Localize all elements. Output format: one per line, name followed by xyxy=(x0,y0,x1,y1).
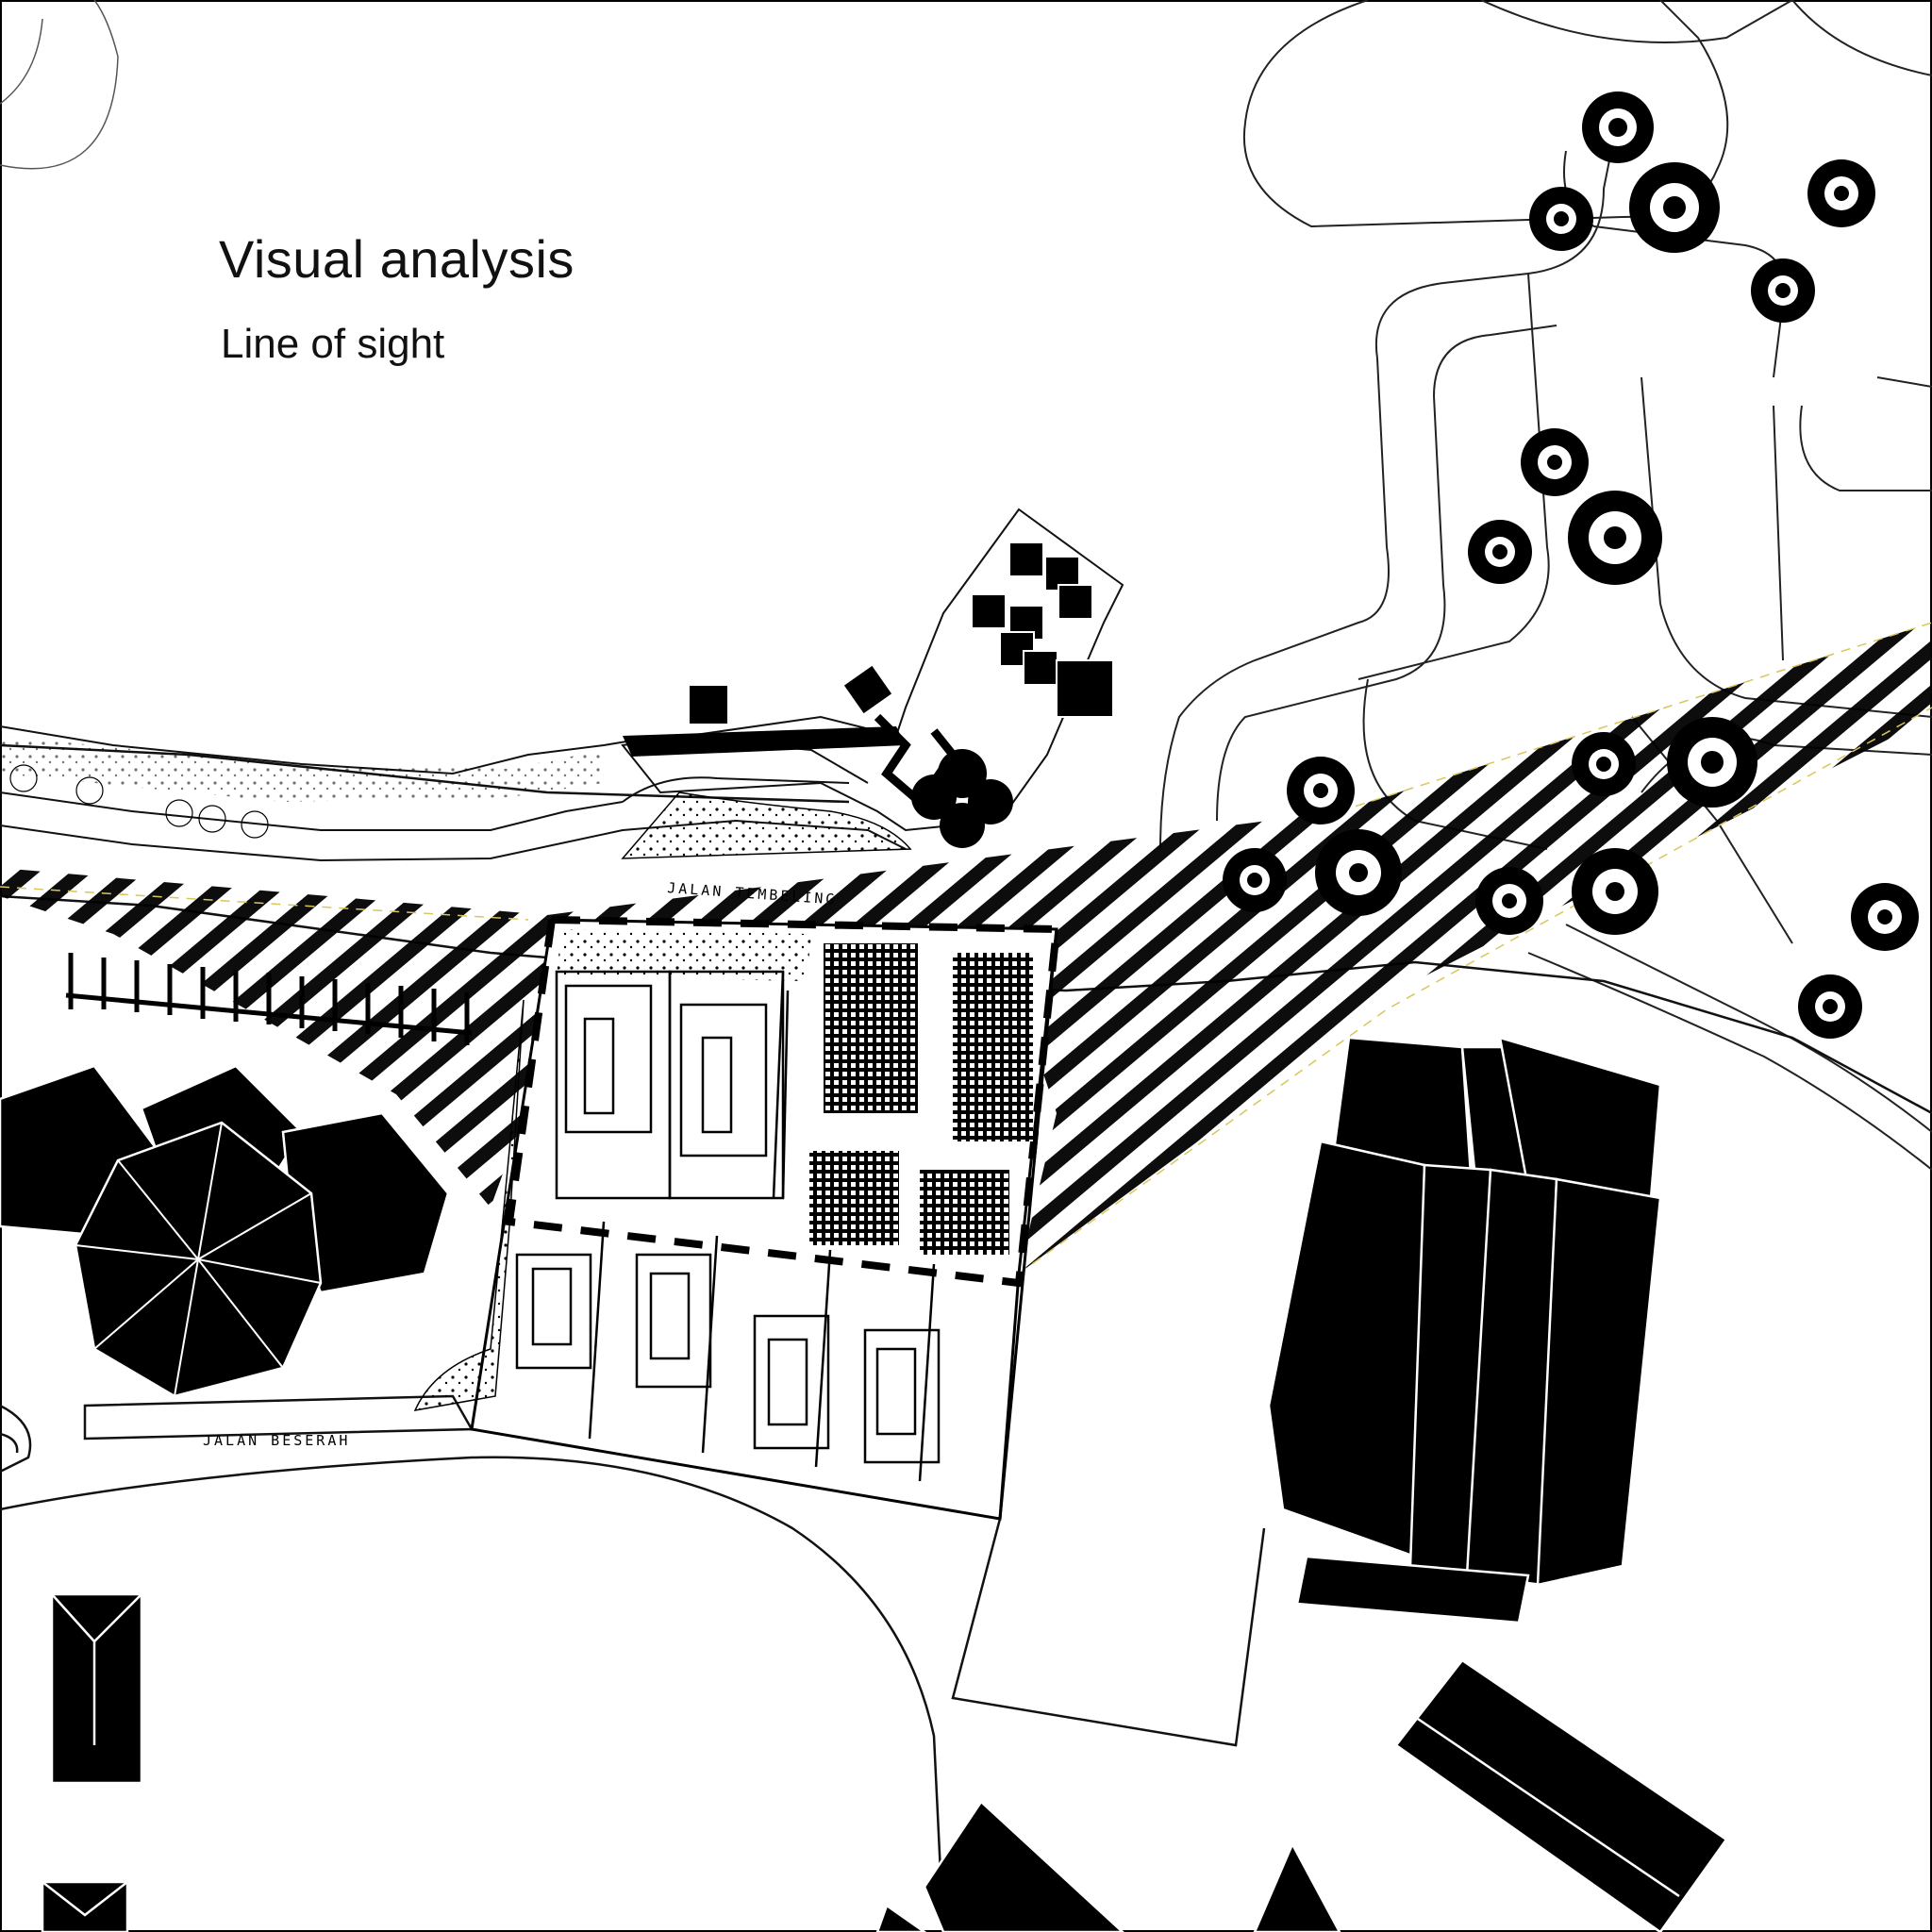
tree-symbol xyxy=(1667,717,1757,808)
tree-symbol xyxy=(1287,757,1355,824)
tree-symbol xyxy=(1572,732,1636,796)
tree-symbol xyxy=(1475,867,1543,935)
tree-symbol xyxy=(1851,883,1919,951)
court-row-top xyxy=(555,970,790,1200)
building-hall-east xyxy=(1267,1036,1662,1624)
open-field-south xyxy=(951,1518,1266,1747)
kiosk-roof xyxy=(690,686,727,724)
tree-symbol xyxy=(1568,491,1662,585)
riverside-terrace xyxy=(621,508,1124,859)
kiosk-roof xyxy=(843,665,892,714)
central-site xyxy=(413,916,1061,1521)
building-south xyxy=(875,1658,1728,1932)
tree-symbol xyxy=(1798,974,1862,1039)
kiosk-grid xyxy=(971,541,1114,718)
tree-symbol xyxy=(1315,829,1402,916)
tree-symbol xyxy=(1521,428,1589,496)
tree-symbol xyxy=(1582,92,1654,163)
planting-bed xyxy=(809,1151,899,1245)
promenade-paving xyxy=(0,736,604,839)
tree-symbol xyxy=(1807,159,1875,227)
building-southwest xyxy=(41,1592,143,1932)
road-label-jalan-beserah: JALAN BESERAH xyxy=(203,1432,350,1449)
planting-bed xyxy=(953,953,1033,1141)
page-subtitle: Line of sight xyxy=(221,321,445,367)
tree-symbol xyxy=(1529,187,1593,251)
court-row-bottom xyxy=(515,1221,941,1482)
page-title: Visual analysis xyxy=(219,229,575,289)
tree-symbols xyxy=(1223,92,1919,1039)
tree-symbol xyxy=(1572,848,1658,935)
planting-bed xyxy=(920,1170,1009,1255)
planting-bed xyxy=(824,943,918,1113)
contour-lines-northwest xyxy=(0,0,119,170)
fence-row xyxy=(65,953,473,1045)
tree-symbol xyxy=(1751,258,1815,323)
tree-symbol xyxy=(1468,520,1532,584)
pavilion-cluster xyxy=(911,749,1013,848)
building-complex-west xyxy=(0,1064,450,1398)
tree-symbol xyxy=(1629,162,1720,253)
tree-symbol xyxy=(1223,848,1287,912)
